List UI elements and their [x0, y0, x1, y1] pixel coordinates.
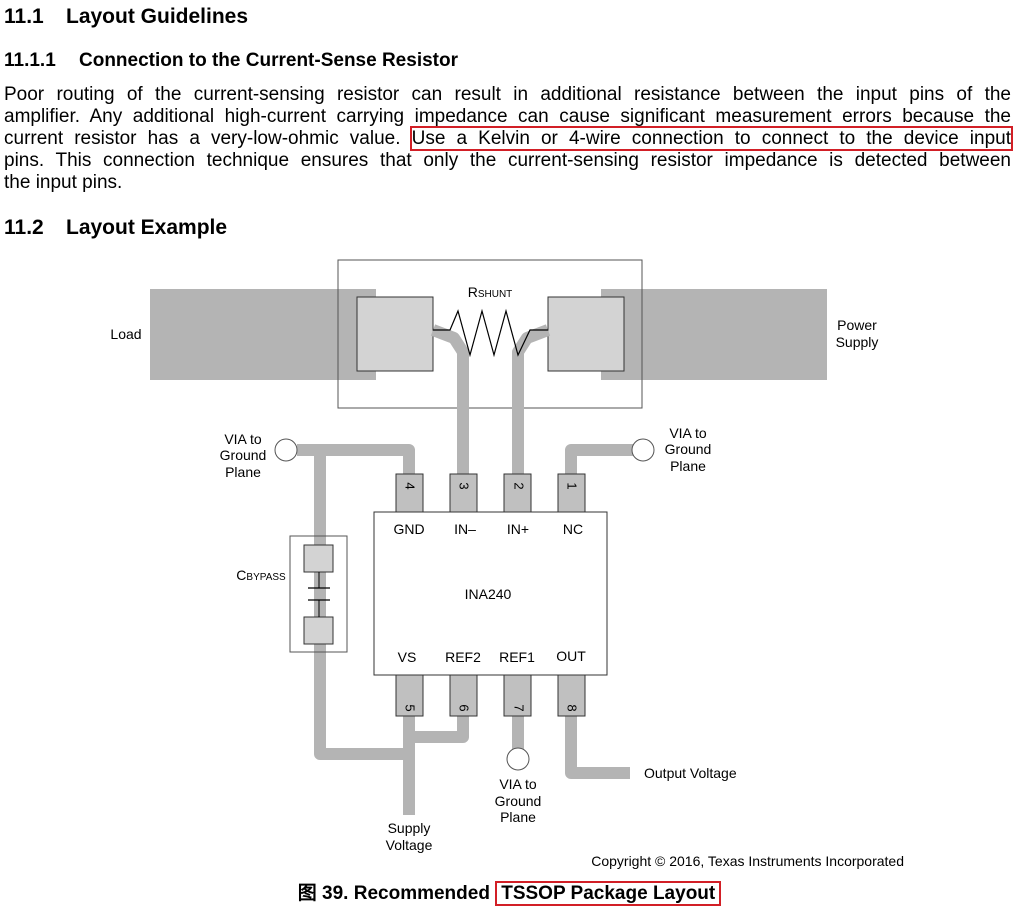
- caption-highlight: TSSOP Package Layout: [495, 881, 722, 906]
- pin-1-pad: [557, 473, 586, 513]
- pin-7-pad: [503, 674, 532, 717]
- pin-label-in-plus: IN+: [507, 521, 529, 537]
- pin-5: 5: [395, 674, 424, 717]
- rshunt-label-sub: SHUNT: [478, 289, 512, 300]
- pin-7: 7: [503, 674, 532, 717]
- load-trace: [150, 289, 376, 380]
- load-label: Load: [110, 326, 141, 342]
- pin-label-ref2: REF2: [445, 649, 481, 665]
- pin-1: 1: [557, 473, 586, 513]
- ref2-trace: [409, 716, 469, 743]
- via-right-label-line3: Plane: [670, 458, 706, 474]
- supply-voltage-label-line2: Voltage: [386, 837, 433, 853]
- pin-4-number: 4: [403, 482, 418, 489]
- shunt-pad-right: [547, 296, 625, 372]
- resistor-symbol: [433, 308, 548, 358]
- cbypass-label-main: C: [236, 567, 246, 583]
- pin-4-pad: [395, 473, 424, 513]
- sense-trace-plus: [512, 324, 551, 474]
- supply-voltage-label-line1: Supply: [388, 820, 431, 836]
- cbypass-label-sub: BYPASS: [246, 572, 286, 583]
- paragraph-line: current resistor has a very-low-ohmic va…: [4, 126, 1014, 151]
- via-left-label-line1: VIA to: [224, 431, 262, 447]
- pin-8-pad: [557, 674, 586, 717]
- power-supply-trace: [601, 289, 827, 380]
- pin-label-vs: VS: [398, 649, 417, 665]
- rshunt-label: RSHUNT: [468, 284, 513, 300]
- pin-label-ref1: REF1: [499, 649, 535, 665]
- via-bottom-label-line1: VIA to: [499, 776, 537, 792]
- pin-7-number: 7: [512, 704, 527, 711]
- paragraph-line: the input pins.: [4, 172, 123, 193]
- shunt-outline: [337, 259, 643, 409]
- via-bottom-label-line2: Ground: [495, 793, 542, 809]
- pin-8: 8: [557, 674, 586, 717]
- output-voltage-label: Output Voltage: [644, 765, 737, 781]
- via-left: [274, 438, 298, 462]
- paragraph-line: Poor routing of the current-sensing resi…: [4, 84, 1011, 105]
- via-left-label-line2: Ground: [220, 447, 267, 463]
- via-right-label-line2: Ground: [665, 441, 712, 457]
- via-right: [631, 438, 655, 462]
- pin-label-nc: NC: [563, 521, 583, 537]
- via-right-label-line1: VIA to: [669, 425, 707, 441]
- bypass-cap-outline: [289, 535, 348, 653]
- rshunt-label-main: R: [468, 284, 478, 300]
- pin-6: 6: [449, 674, 478, 717]
- via-left-label-line3: Plane: [225, 464, 261, 480]
- pin-3: 3: [449, 473, 478, 513]
- nc-trace: [565, 444, 633, 474]
- caption-prefix: 图 39. Recommended: [297, 883, 490, 904]
- pin-label-gnd: GND: [393, 521, 424, 537]
- pin-8-number: 8: [565, 704, 580, 711]
- pin-label-in-minus: IN–: [454, 521, 476, 537]
- ina240-chip-body: [373, 511, 608, 676]
- via-bottom-label-line3: Plane: [500, 809, 536, 825]
- power-supply-label-line1: Power: [837, 317, 877, 333]
- pin-3-number: 3: [457, 482, 472, 489]
- paragraph-line: amplifier. Any additional high-current c…: [4, 106, 1011, 127]
- pin-6-pad: [449, 674, 478, 717]
- bypass-cap-pad-top: [303, 544, 334, 573]
- pin-6-number: 6: [457, 704, 472, 711]
- bypass-cap-pad-bottom: [303, 616, 334, 645]
- pin-1-number: 1: [565, 482, 580, 489]
- chip-name: INA240: [465, 586, 512, 602]
- pin-2-number: 2: [512, 482, 527, 489]
- output-trace: [565, 716, 630, 779]
- cbypass-label: CBYPASS: [236, 567, 286, 583]
- pin-5-pad: [395, 674, 424, 717]
- sense-trace-minus: [430, 324, 469, 474]
- pin-2-pad: [503, 473, 532, 513]
- figure-caption: 图 39. Recommended TSSOP Package Layout: [0, 881, 1019, 906]
- layout-example-diagram: 4 3 2 1 5 6 7 8 GND IN– IN+ NC VS REF2 R…: [110, 259, 904, 869]
- pin-5-number: 5: [403, 704, 418, 711]
- pin-label-out: OUT: [556, 648, 586, 664]
- pin-4: 4: [395, 473, 424, 513]
- pin-2: 2: [503, 473, 532, 513]
- copyright-notice: Copyright © 2016, Texas Instruments Inco…: [591, 853, 904, 869]
- pin-3-pad: [449, 473, 478, 513]
- via-bottom: [506, 747, 530, 771]
- highlighted-kelvin-note: Use a Kelvin or 4-wire connection to con…: [409, 126, 1014, 151]
- shunt-pad-left: [356, 296, 434, 372]
- gnd-trace: [297, 444, 415, 474]
- paragraph-line: pins. This connection technique ensures …: [4, 150, 1011, 171]
- power-supply-label-line2: Supply: [836, 334, 879, 350]
- body-paragraph: Poor routing of the current-sensing resi…: [4, 84, 1014, 194]
